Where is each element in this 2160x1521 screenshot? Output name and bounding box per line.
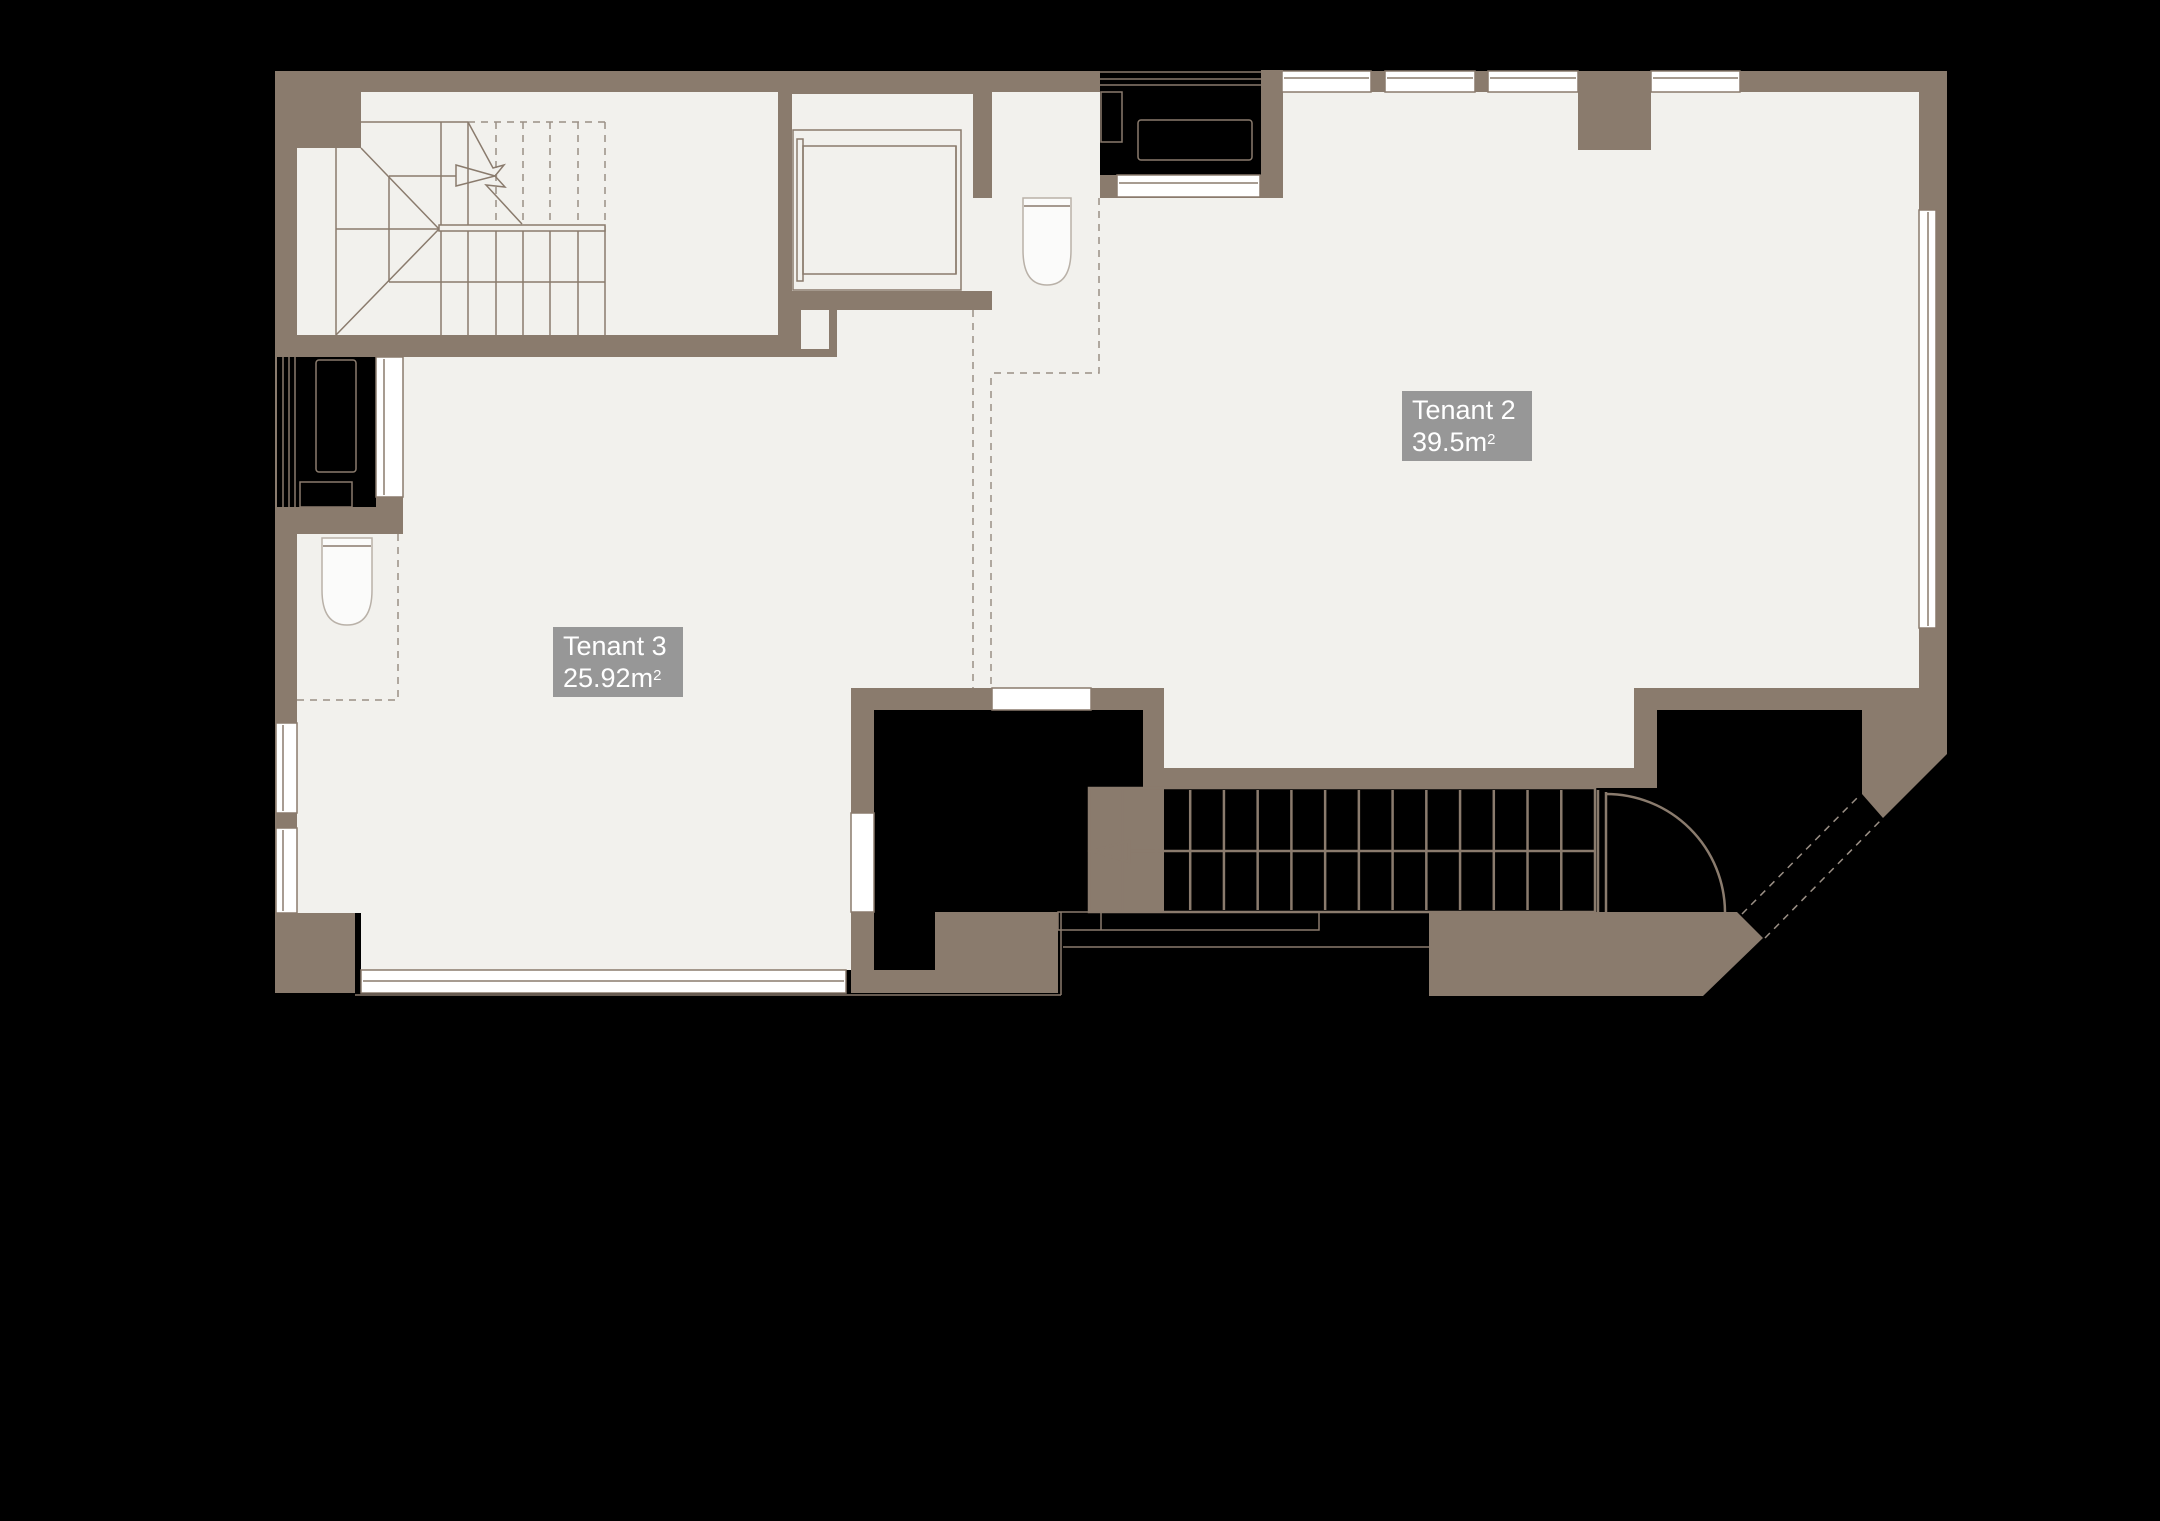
entrance-door[interactable] — [1596, 790, 1884, 939]
entrance-staircase — [355, 786, 1597, 996]
upper-staircase — [335, 121, 606, 336]
toilet-room-2 — [972, 197, 1100, 688]
unit-name: Tenant 2 — [1412, 395, 1516, 425]
elevator — [792, 129, 962, 291]
unit-name: Tenant 3 — [563, 631, 667, 661]
toilet-room-1 — [297, 534, 399, 701]
unit-area: 39.5m2 — [1412, 427, 1496, 457]
unit-area: 25.92m2 — [563, 663, 662, 693]
stair-arrow-icon — [1087, 839, 1131, 864]
floor-areas — [297, 92, 1919, 970]
ac-unit-left — [282, 357, 357, 508]
voids — [277, 70, 1862, 995]
unit-label-tenant-2: Tenant 2 39.5m2 — [1402, 391, 1532, 461]
toilet-icon — [321, 537, 373, 626]
toilet-icon — [1022, 197, 1072, 286]
windows — [275, 70, 1937, 994]
ac-unit-right — [1100, 71, 1261, 161]
unit-label-tenant-3: Tenant 3 25.92m2 — [553, 627, 683, 697]
stair-arrow-icon — [455, 164, 498, 187]
